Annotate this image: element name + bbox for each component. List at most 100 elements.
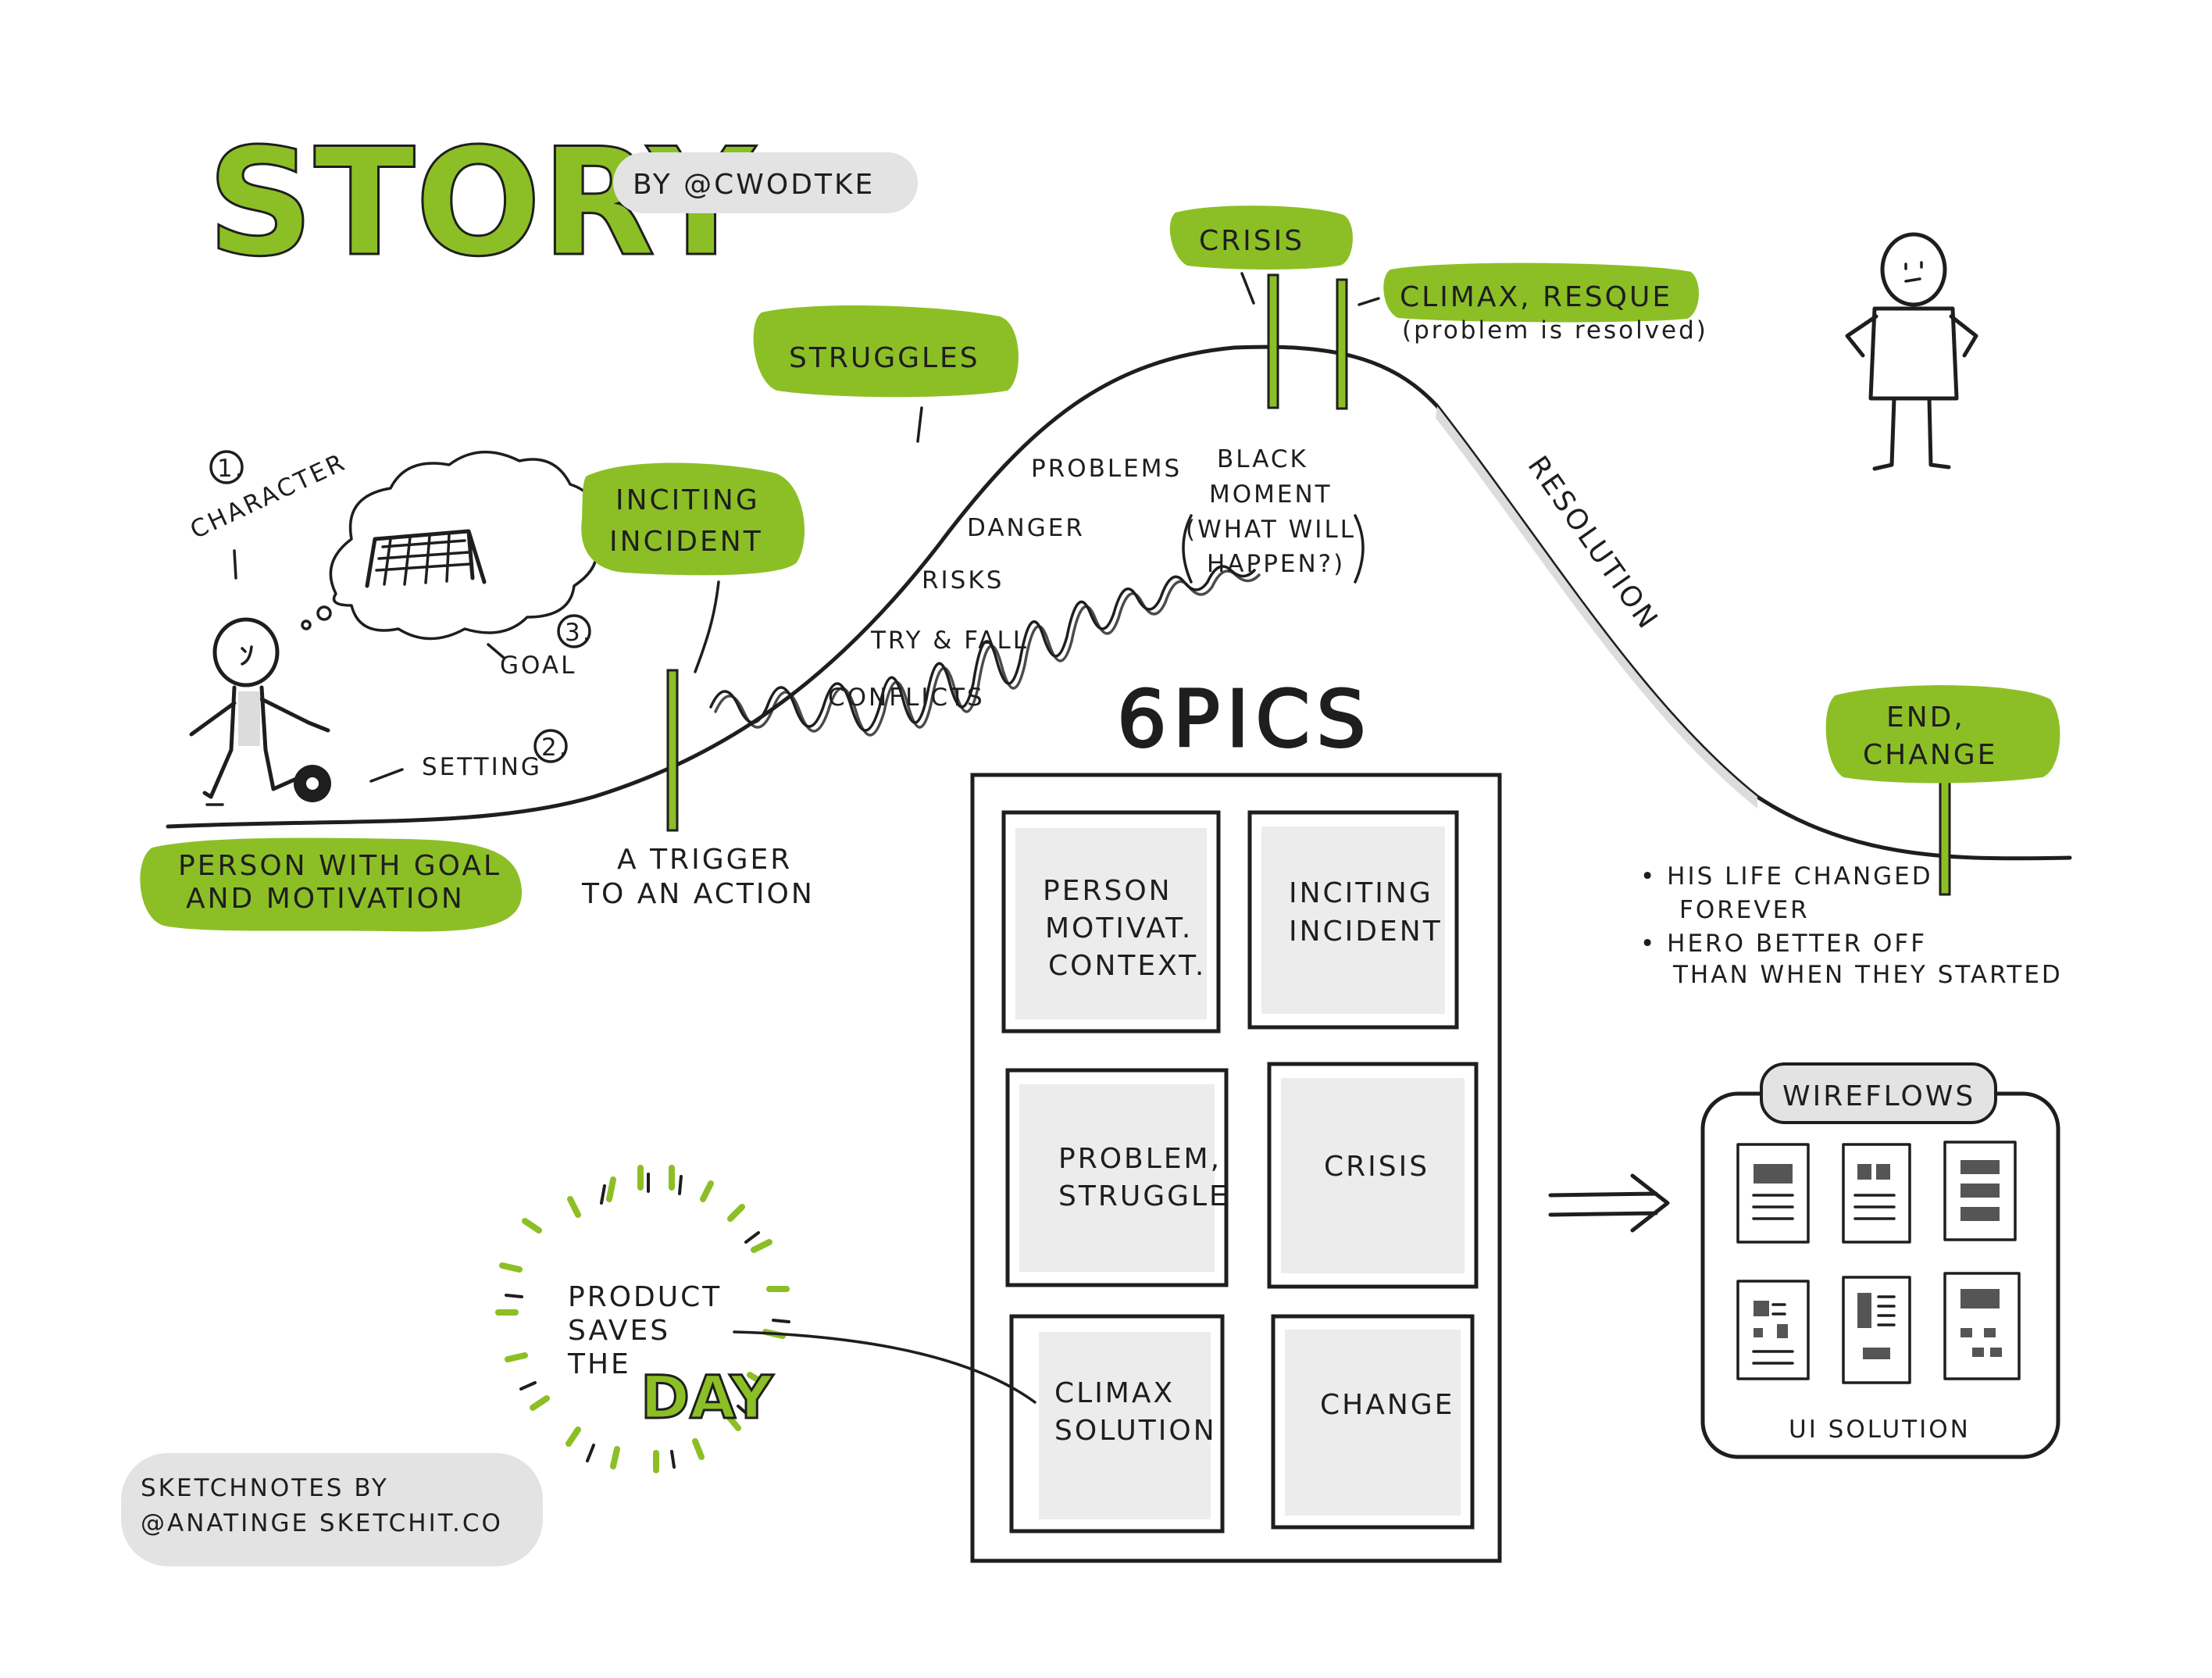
pic-cell-6: CHANGE xyxy=(1271,1314,1475,1530)
end-line2: CHANGE xyxy=(1863,739,1997,771)
end-blob xyxy=(1825,685,2060,784)
pic-cell-5: CLIMAX SOLUTION xyxy=(1009,1314,1225,1533)
pic-2-line2: INCIDENT xyxy=(1289,916,1443,948)
pic-3-line1: PROBLEM, xyxy=(1058,1143,1222,1175)
climax-blob xyxy=(1383,262,1700,323)
footer-line2: @ANATINGE SKETCHIT.CO xyxy=(141,1509,503,1537)
risks-label: RISKS xyxy=(922,566,1004,594)
trigger-line1: A TRIGGER xyxy=(617,844,792,876)
wireframe-1 xyxy=(1736,1143,1810,1244)
bullet2-line1: • HERO BETTER OFF xyxy=(1640,930,1927,958)
character-figure xyxy=(189,617,331,806)
goal-pointer xyxy=(487,643,505,659)
crisis-label: CRISIS xyxy=(1199,225,1304,257)
wireframe-4 xyxy=(1736,1280,1810,1380)
footer-line1: SKETCHNOTES BY xyxy=(141,1474,389,1502)
problems-label: PROBLEMS xyxy=(1031,455,1182,483)
person-blob xyxy=(140,837,523,932)
struggles-label: STRUGGLES xyxy=(789,342,980,374)
struggles-pointer xyxy=(916,406,923,443)
bullet1-line1: • HIS LIFE CHANGED xyxy=(1640,862,1933,891)
climax-label: CLIMAX, RESQUE xyxy=(1400,281,1672,313)
conflicts-label: CONFLICTS xyxy=(828,684,985,712)
pic-cell-3: PROBLEM, STRUGGLE xyxy=(1005,1068,1229,1287)
byline: BY @CWODTKE xyxy=(633,169,875,201)
goal-label: GOAL xyxy=(500,652,576,680)
setting-num: 2. xyxy=(541,734,569,762)
goal-num: 3. xyxy=(565,619,593,647)
inciting-blob xyxy=(581,462,805,576)
pic-6-line1: CHANGE xyxy=(1320,1389,1454,1421)
pic-2-line1: INCITING xyxy=(1289,877,1433,909)
wireflows-frame xyxy=(1700,1091,2060,1459)
goal-thought-bubble xyxy=(301,450,598,641)
person-line2: AND MOTIVATION xyxy=(186,883,465,915)
crisis-blob xyxy=(1169,205,1353,270)
black-line4: HAPPEN?) xyxy=(1207,550,1345,578)
pic-5-line2: SOLUTION xyxy=(1054,1415,1217,1447)
arrow-to-wireflows xyxy=(1548,1173,1670,1233)
wireflows-title: WIREFLOWS xyxy=(1782,1080,1975,1112)
climax-marker xyxy=(1336,278,1348,410)
story-arc-line xyxy=(166,345,2072,861)
wireframe-5 xyxy=(1842,1276,1911,1384)
climax-pointer xyxy=(1358,297,1380,306)
pic-3-line2: STRUGGLE xyxy=(1058,1180,1229,1212)
trigger-line2: TO AN ACTION xyxy=(581,878,815,910)
setting-num-circle xyxy=(533,729,568,763)
arc-shadow xyxy=(1436,406,1757,809)
wireframe-6 xyxy=(1943,1272,2021,1380)
pic-1-line1: PERSON xyxy=(1043,875,1172,907)
struggle-wave-ink xyxy=(714,569,1261,737)
setting-label: SETTING xyxy=(422,753,542,781)
danger-label: DANGER xyxy=(967,514,1085,542)
pic-1-line2: MOTIVAT. xyxy=(1045,912,1193,944)
pic-cell-2: INCITING INCIDENT xyxy=(1247,810,1459,1030)
trigger-marker xyxy=(666,669,679,832)
setting-pointer xyxy=(369,768,404,783)
inciting-line1: INCITING xyxy=(615,484,760,516)
inciting-line2: INCIDENT xyxy=(609,526,763,558)
wireframe-2 xyxy=(1842,1143,1911,1244)
product-line1: PRODUCT xyxy=(568,1281,722,1313)
end-marker xyxy=(1939,772,1951,896)
byline-pill xyxy=(613,152,918,213)
bullet1-line2: FOREVER xyxy=(1679,896,1810,924)
wireframe-3 xyxy=(1943,1141,2017,1241)
pic-cell-1: PERSON MOTIVAT. CONTEXT. xyxy=(1001,810,1221,1034)
six-pics-title: 6PICS xyxy=(1117,673,1372,765)
product-line2: SAVES xyxy=(568,1315,670,1347)
resolution-label: RESOLUTION xyxy=(1522,451,1665,637)
product-pointer xyxy=(733,1330,1036,1404)
crisis-marker xyxy=(1267,273,1279,409)
climax-note: (problem is resolved) xyxy=(1402,316,1708,345)
pic-1-line3: CONTEXT. xyxy=(1048,950,1206,982)
burst-ticks xyxy=(505,1173,790,1469)
wireflows-pill xyxy=(1760,1062,1997,1124)
crisis-pointer xyxy=(1240,272,1255,305)
end-line1: END, xyxy=(1886,702,1965,734)
struggle-wave xyxy=(709,565,1256,732)
standing-figure xyxy=(1845,232,1978,471)
pic-5-line1: CLIMAX xyxy=(1054,1377,1175,1409)
black-line2: MOMENT xyxy=(1209,480,1333,509)
product-line4: DAY xyxy=(640,1362,774,1432)
bullet2-line2: THAN WHEN THEY STARTED xyxy=(1672,961,2063,989)
black-line3: (WHAT WILL xyxy=(1186,516,1356,544)
try-fall-label: TRY & FALL xyxy=(870,627,1029,655)
footer-pill xyxy=(121,1453,543,1566)
character-pointer xyxy=(233,549,237,580)
inciting-pointer xyxy=(694,580,720,673)
black-line1: BLACK xyxy=(1217,445,1308,473)
pic-4-line1: CRISIS xyxy=(1324,1151,1429,1183)
character-num-circle xyxy=(209,450,244,484)
black-moment-parens xyxy=(1182,514,1365,584)
person-line1: PERSON WITH GOAL xyxy=(178,850,501,882)
goal-num-circle xyxy=(557,614,591,648)
wireflows-caption: UI SOLUTION xyxy=(1789,1416,1971,1444)
product-line3: THE xyxy=(567,1348,631,1380)
character-num: 1. xyxy=(217,455,245,483)
struggles-blob xyxy=(753,305,1019,398)
pic-cell-4: CRISIS xyxy=(1267,1062,1479,1289)
